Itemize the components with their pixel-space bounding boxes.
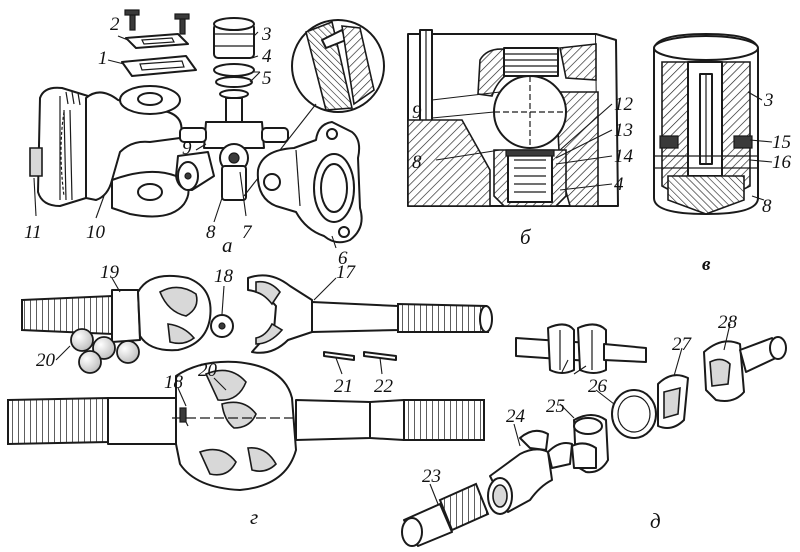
panel-v-cup-section: 3 15 16 8 в [653, 33, 792, 275]
callout-11: 11 [24, 222, 42, 243]
callout-8c: 8 [762, 196, 772, 217]
disc-26 [611, 389, 657, 439]
splined-shaft-23 [401, 482, 490, 547]
yoke-24 [487, 429, 573, 515]
panel-label-v: в [702, 254, 711, 275]
drive-shaft-17 [247, 274, 493, 354]
callout-8: 8 [206, 222, 216, 243]
drive-shaft-19 [21, 274, 212, 352]
panel-g-ball-joint: 19 18 17 20 21 22 20 18 г [7, 262, 493, 529]
callout-28: 28 [718, 312, 738, 333]
callout-8b: 8 [412, 152, 422, 173]
callout-9: 9 [182, 138, 192, 159]
callout-17: 17 [336, 262, 357, 283]
callout-23: 23 [422, 466, 441, 487]
callout-25: 25 [546, 396, 565, 417]
callout-27: 27 [672, 334, 693, 355]
callout-1: 1 [98, 48, 108, 69]
callout-19: 19 [100, 262, 120, 283]
spider-cross [175, 17, 289, 201]
panel-a-labels: 2 1 3 4 5 9 11 10 8 7 6 а [24, 14, 348, 269]
assembled-ball-joint [7, 360, 485, 491]
callout-14: 14 [614, 146, 634, 167]
callout-12: 12 [614, 94, 634, 115]
panel-label-d: д [650, 509, 661, 533]
ring-27 [657, 374, 689, 429]
callout-6: 6 [338, 248, 348, 269]
flange-housing [256, 121, 363, 244]
pins-21-22 [323, 351, 397, 361]
panel-label-b: б [520, 225, 532, 249]
callout-5: 5 [262, 68, 272, 89]
panel-label-a: а [222, 233, 233, 257]
panel-b-section-view: 9 8 12 13 14 4 б [407, 29, 634, 249]
callout-20: 20 [36, 350, 56, 371]
callout-16: 16 [772, 152, 792, 173]
callout-18b: 18 [164, 372, 184, 393]
fist-25 [571, 414, 609, 474]
panel-d-exploded-joint: 23 24 25 26 27 28 д [401, 312, 787, 547]
double-yoke [515, 323, 647, 374]
callout-18: 18 [214, 266, 234, 287]
yoke-housing [29, 85, 190, 218]
callout-7: 7 [242, 222, 253, 243]
shaft-28 [703, 336, 787, 402]
callout-3: 3 [261, 24, 272, 45]
callout-26: 26 [588, 376, 608, 397]
callout-21: 21 [334, 376, 353, 397]
panel-label-g: г [250, 505, 258, 529]
balls-20 [70, 328, 140, 374]
callout-15: 15 [772, 132, 791, 153]
callout-24: 24 [506, 406, 526, 427]
panel-a-exploded-cardan-joint: 2 1 3 4 5 9 11 10 8 7 6 а [24, 9, 385, 269]
callout-20b: 20 [198, 360, 218, 381]
cover-plate-and-screws [121, 9, 197, 77]
callout-3b: 3 [763, 90, 774, 111]
callout-22: 22 [374, 376, 394, 397]
callout-4: 4 [262, 46, 272, 67]
callout-13: 13 [614, 120, 633, 141]
callout-9b: 9 [412, 102, 422, 123]
callout-10: 10 [86, 222, 106, 243]
magnified-inset [243, 19, 385, 197]
callout-4b: 4 [614, 174, 624, 195]
callout-2: 2 [110, 14, 120, 35]
